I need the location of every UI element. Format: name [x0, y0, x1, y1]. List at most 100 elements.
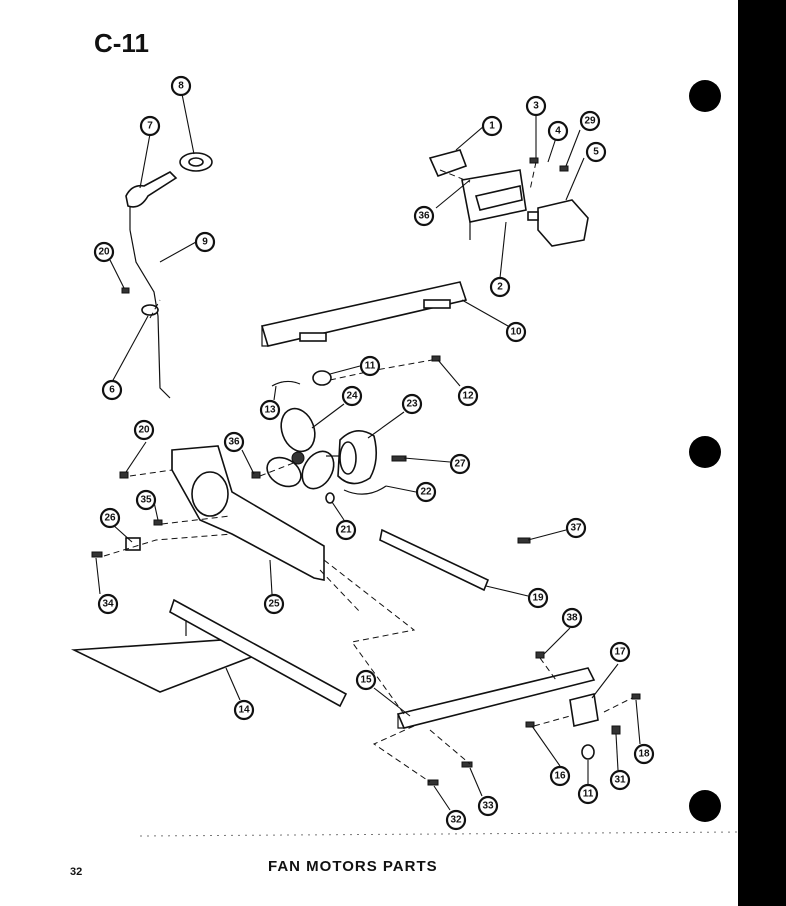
svg-text:9: 9 [202, 237, 208, 248]
callout-17: 17 [609, 641, 631, 663]
svg-text:31: 31 [614, 775, 626, 786]
part-base-pan [70, 598, 348, 708]
leader-lines [95, 93, 641, 811]
svg-text:6: 6 [109, 385, 115, 396]
svg-text:24: 24 [346, 391, 358, 402]
svg-text:22: 22 [420, 487, 432, 498]
svg-text:13: 13 [264, 405, 276, 416]
svg-text:36: 36 [418, 211, 430, 222]
svg-text:1: 1 [489, 121, 495, 132]
callout-4: 4 [547, 120, 569, 142]
svg-text:25: 25 [268, 599, 280, 610]
svg-text:8: 8 [178, 81, 184, 92]
part-lower-rail [396, 667, 596, 729]
part-fan-blade [266, 407, 335, 490]
part-clip [125, 537, 141, 551]
part-grommet [179, 152, 213, 172]
svg-text:11: 11 [365, 361, 376, 372]
svg-text:27: 27 [454, 459, 466, 470]
part-mount-bracket [569, 693, 599, 727]
part-switch [527, 199, 589, 247]
svg-text:20: 20 [98, 247, 110, 258]
part-motor-bracket [343, 485, 387, 495]
punch-hole-middle [689, 436, 721, 468]
callout-37: 37 [565, 517, 587, 539]
part-screw [121, 287, 130, 294]
svg-text:29: 29 [584, 116, 596, 127]
svg-text:15: 15 [360, 675, 372, 686]
part-screw [153, 519, 163, 526]
callout-20-upper: 20 [93, 241, 115, 263]
svg-text:3: 3 [533, 101, 539, 112]
callout-11-upper: 11 [359, 355, 381, 377]
punch-hole-top [689, 80, 721, 112]
callout-34: 34 [97, 593, 119, 615]
svg-text:14: 14 [238, 705, 250, 716]
punch-hole-bottom [689, 790, 721, 822]
part-screw [525, 721, 535, 728]
scan-artifact-line [139, 831, 741, 837]
svg-text:32: 32 [450, 815, 462, 826]
svg-text:11: 11 [583, 789, 594, 800]
svg-text:2: 2 [497, 282, 503, 293]
svg-text:26: 26 [104, 513, 116, 524]
part-nut [581, 744, 595, 760]
part-screw [391, 455, 407, 462]
page-code: C-11 [94, 28, 149, 58]
callout-10: 10 [505, 321, 527, 343]
svg-text:38: 38 [566, 613, 578, 624]
svg-text:19: 19 [532, 593, 544, 604]
callout-33: 33 [477, 795, 499, 817]
callout-32: 32 [445, 809, 467, 831]
part-screw [251, 471, 261, 479]
callout-27: 27 [449, 453, 471, 475]
part-fan-nut [312, 370, 332, 386]
part-washer [325, 492, 335, 504]
callout-14: 14 [233, 699, 255, 721]
svg-text:18: 18 [638, 749, 650, 760]
part-upper-rail [260, 281, 468, 347]
svg-text:16: 16 [554, 771, 566, 782]
part-screw [91, 551, 103, 558]
part-nut [611, 725, 621, 735]
part-screw [461, 761, 473, 768]
svg-text:5: 5 [593, 147, 599, 158]
callout-22: 22 [415, 481, 437, 503]
part-damper-lever [125, 171, 178, 230]
part-small-grommet [141, 304, 159, 316]
page-title: FAN MOTORS PARTS [268, 858, 438, 875]
callout-35: 35 [135, 489, 157, 511]
callout-6: 6 [101, 379, 123, 401]
callout-25: 25 [263, 593, 285, 615]
callout-29: 29 [579, 110, 601, 132]
part-switch-bracket [428, 149, 569, 240]
assembly-dashed-lines [103, 161, 633, 783]
callout-2: 2 [489, 276, 511, 298]
callout-21: 21 [335, 519, 357, 541]
svg-text:12: 12 [462, 391, 474, 402]
callout-5: 5 [585, 141, 607, 163]
part-screw [431, 355, 441, 362]
callout-36-top: 36 [413, 205, 435, 227]
callout-20-lower: 20 [133, 419, 155, 441]
svg-text:17: 17 [614, 647, 626, 658]
part-screw [535, 651, 545, 659]
callout-13: 13 [259, 399, 281, 421]
part-screw [631, 693, 641, 700]
callout-36-middle: 36 [223, 431, 245, 453]
part-screw [119, 471, 129, 479]
part-fan-motor [326, 430, 378, 485]
part-control-rod [129, 229, 171, 399]
svg-text:36: 36 [228, 437, 240, 448]
svg-text:20: 20 [138, 425, 150, 436]
binder-edge [738, 0, 786, 906]
svg-text:33: 33 [482, 801, 494, 812]
callout-8-top: 8 [170, 75, 192, 97]
callout-26: 26 [99, 507, 121, 529]
callout-1: 1 [481, 115, 503, 137]
callout-11-lower: 11 [577, 783, 599, 805]
callout-16: 16 [549, 765, 571, 787]
part-spring-clip [271, 380, 301, 387]
svg-text:7: 7 [147, 121, 153, 132]
